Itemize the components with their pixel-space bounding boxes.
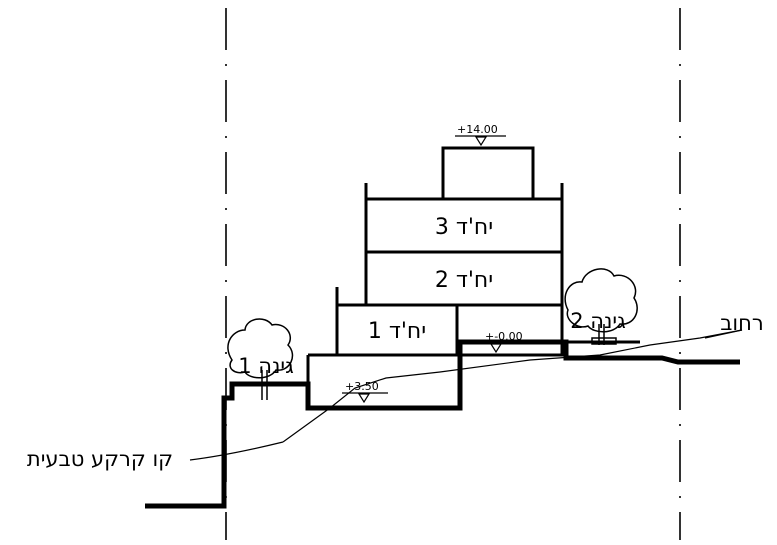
natural-ground-line (282, 329, 743, 443)
elevation-lower-label: +3.50 (345, 380, 379, 393)
natural-ground-label: קו קרקע טבעית (27, 447, 173, 471)
natural-ground-leader (189, 441, 284, 461)
unit-2-label: יח'ד 2 (435, 268, 493, 293)
elevation-marker-entrance (482, 342, 530, 354)
elevation-entrance-label: +-0.00 (485, 330, 523, 343)
elevation-marker-lower (342, 392, 388, 404)
tree-right-icon (564, 268, 638, 345)
roof-structure (441, 146, 535, 199)
entrance-level-box (455, 303, 564, 357)
building (306, 146, 640, 408)
garden-1-label: גינה 1 (238, 354, 294, 378)
elevation-marker-top (455, 135, 506, 147)
street-label: רחוב (720, 311, 763, 335)
unit-3-label: יח'ד 3 (435, 215, 493, 240)
tree-left-icon (227, 318, 294, 400)
unit-1-label: יח'ד 1 (368, 319, 426, 344)
elevation-top-label: +14.00 (457, 123, 498, 136)
garden-2-label: גינה 2 (570, 309, 626, 333)
ground-profile (145, 339, 740, 509)
street-leader (704, 329, 743, 339)
